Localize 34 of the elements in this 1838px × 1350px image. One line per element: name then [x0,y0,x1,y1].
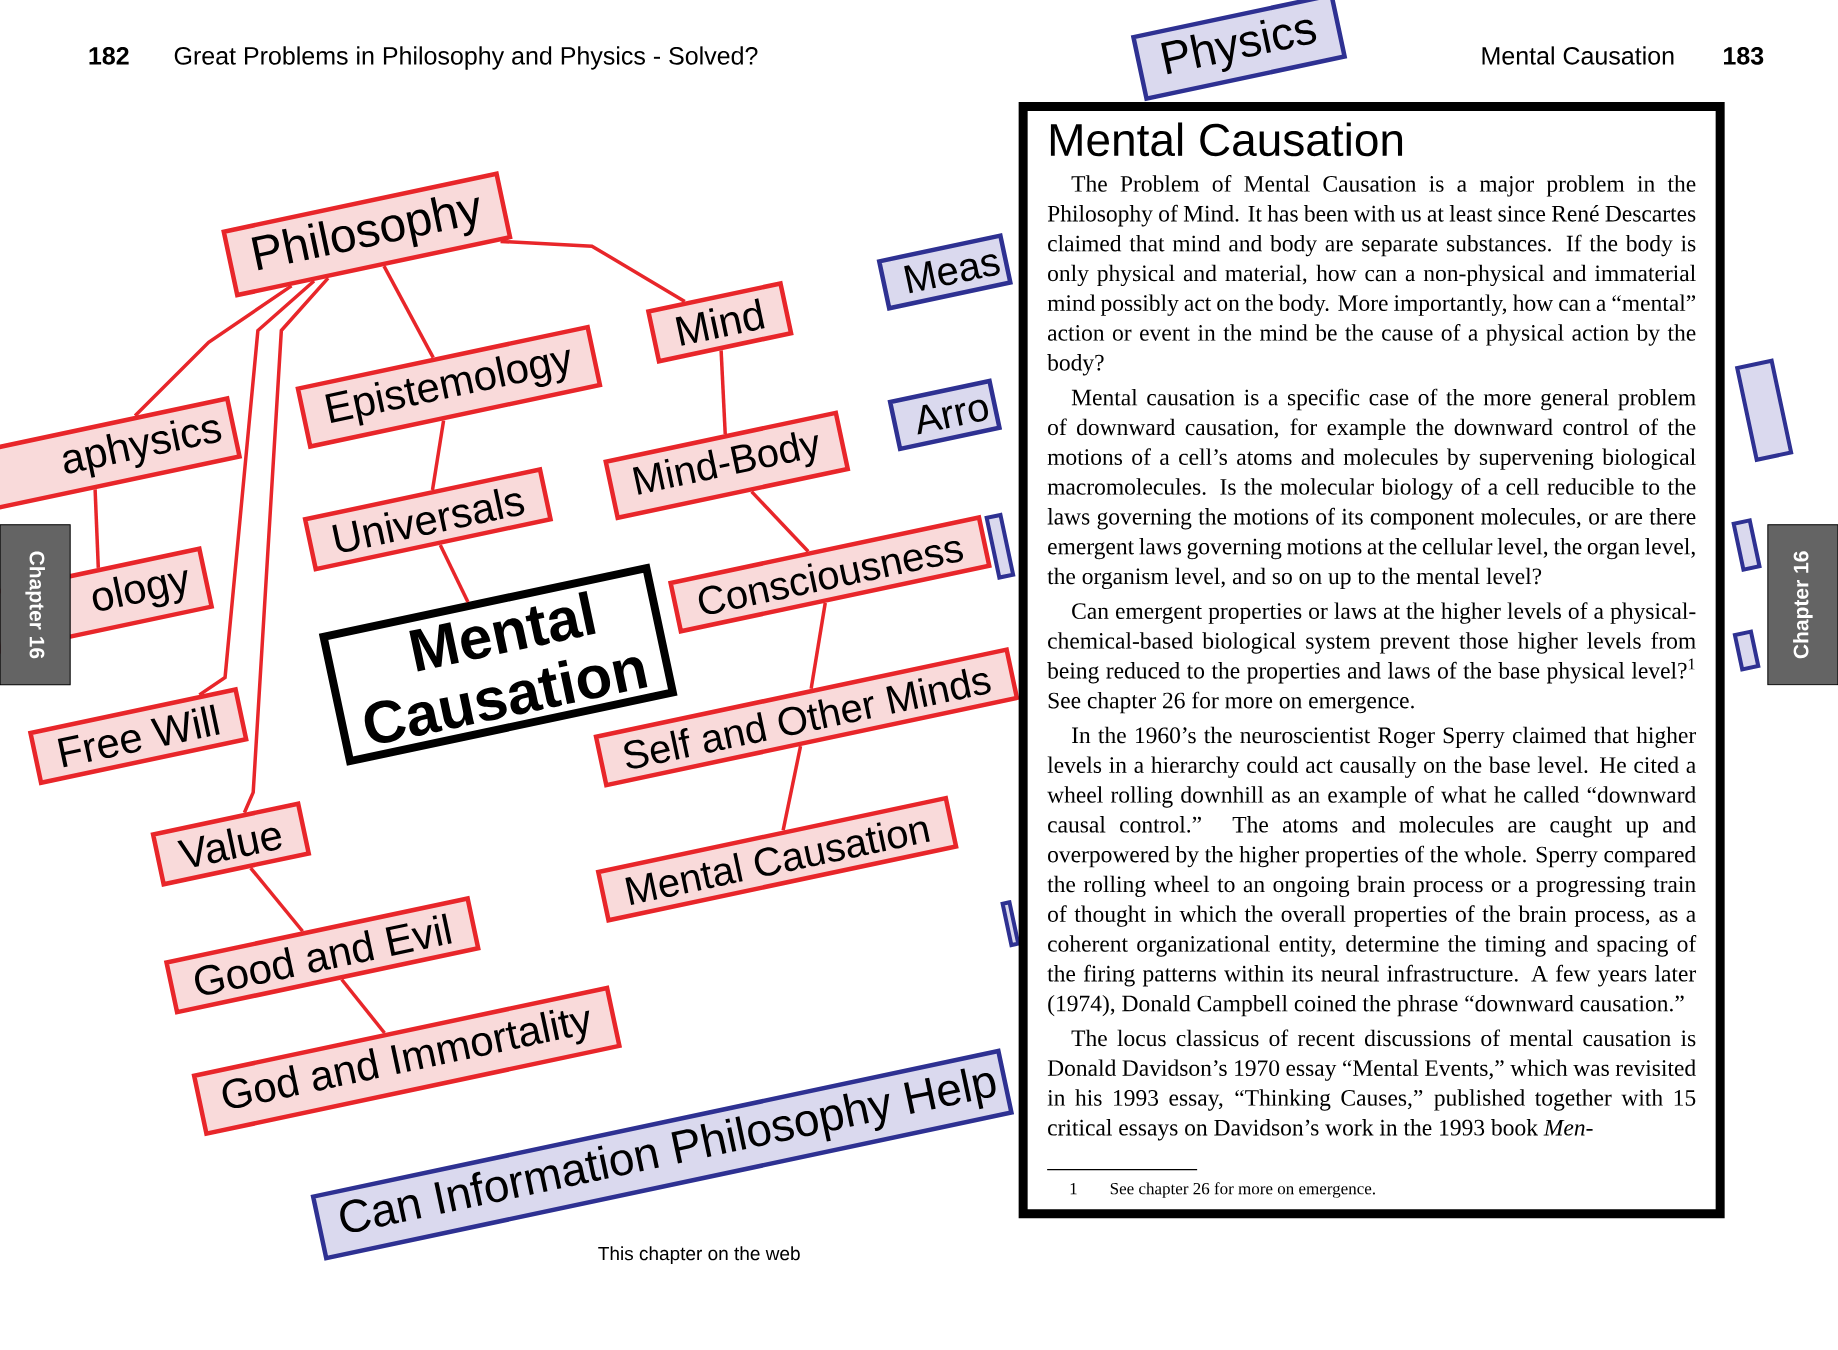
connector-line [93,489,101,568]
web-note: This chapter on the web [598,1246,800,1264]
body-paragraph: The locus classicus of recent discussions of mental causation is Donald Davidson’s 1970 essay “Mental Events,” which was revisited in his 1993 essay, “Thinking Causes,” published together with 15 critical essays on Davidson’s work in the 1993 book Men- [1047,1029,1696,1141]
map-box-fragment [984,512,1016,580]
body-paragraph: The Problem of Mental Causation is a major problem in the Philosophy of Mind. It has been with us at least since René Descartes claimed that mind and body are separate substances. If the body is only physical and material, how can a non-physical and immaterial mind possibly act on the body. More importantly, how can a “mental” action or event in the mind be the cause of a physical action by the body? [1047,174,1696,376]
connector-line [198,279,316,697]
body-paragraph: In the 1960’s the neuroscientist Roger Sperry claimed that higher levels in a hierarchy could act causally on the base level. He cited a wheel rolling downhill as an example of what he called “downward causal control.” The atoms and molecules are caught up and overpowered by the higher properties of the whole. Sperry compared the rolling wheel to an ongoing brain process or a progressing train of thought in which the overall properties of the brain process, as a coherent organizational entity, determine the timing and spacing of the firing patterns within its neural infrastructure. A few years later (1974), Donald Campbell coined the phrase “downward causation.” [1047,726,1697,1016]
map-box-fragment [1734,358,1794,462]
chapter-tab: Chapter 16 [0,524,71,686]
connector-line [809,602,827,689]
chapter-tab: Chapter 16 [1767,524,1838,686]
connector-line [781,745,803,831]
page-heading: Mental Causation [1050,122,1403,157]
page-number: 183 [1724,46,1764,65]
topic-box: Mental Causation [595,795,959,923]
connector-line [430,420,446,491]
connector-line [242,276,330,814]
running-head: Great Problems in Philosophy and Physics - Solved? [174,46,758,70]
connector-line [438,543,470,603]
map-box-fragment [1732,629,1761,672]
connector-line [249,866,304,933]
connector-line [500,239,686,303]
connector-line [750,490,810,553]
connector-line [340,978,386,1034]
connector-line [382,265,435,359]
page-number: 182 [89,46,129,65]
connector-line [133,284,293,417]
footnote: See chapter 26 for more on emergence. [1110,1182,1375,1198]
running-head: Mental Causation [1482,46,1674,65]
connector-line [719,350,727,434]
body-paragraph: Mental causation is a specific case of the more general problem of downward causation, for example the downward control of the motions of a cell’s atoms and molecules by supervening biological macromolecules. Is the molecular biology of a cell reducible to the laws governing the motions of its component molecules, or are there emergent laws governing motions at the cellular level, the organ level, the organism level, and so on up to the mental level? [1047,388,1696,589]
text-panel [1018,101,1725,1219]
body-paragraph: Can emergent properties or laws at the higher levels of a physical-chemical-based biological system prevent those higher levels from being reduced to the properties and laws of the base physical level?$^{1}$ See chapter 26 for more on emergence. [1047,602,1696,714]
footnote-number: 1 [1070,1182,1077,1194]
